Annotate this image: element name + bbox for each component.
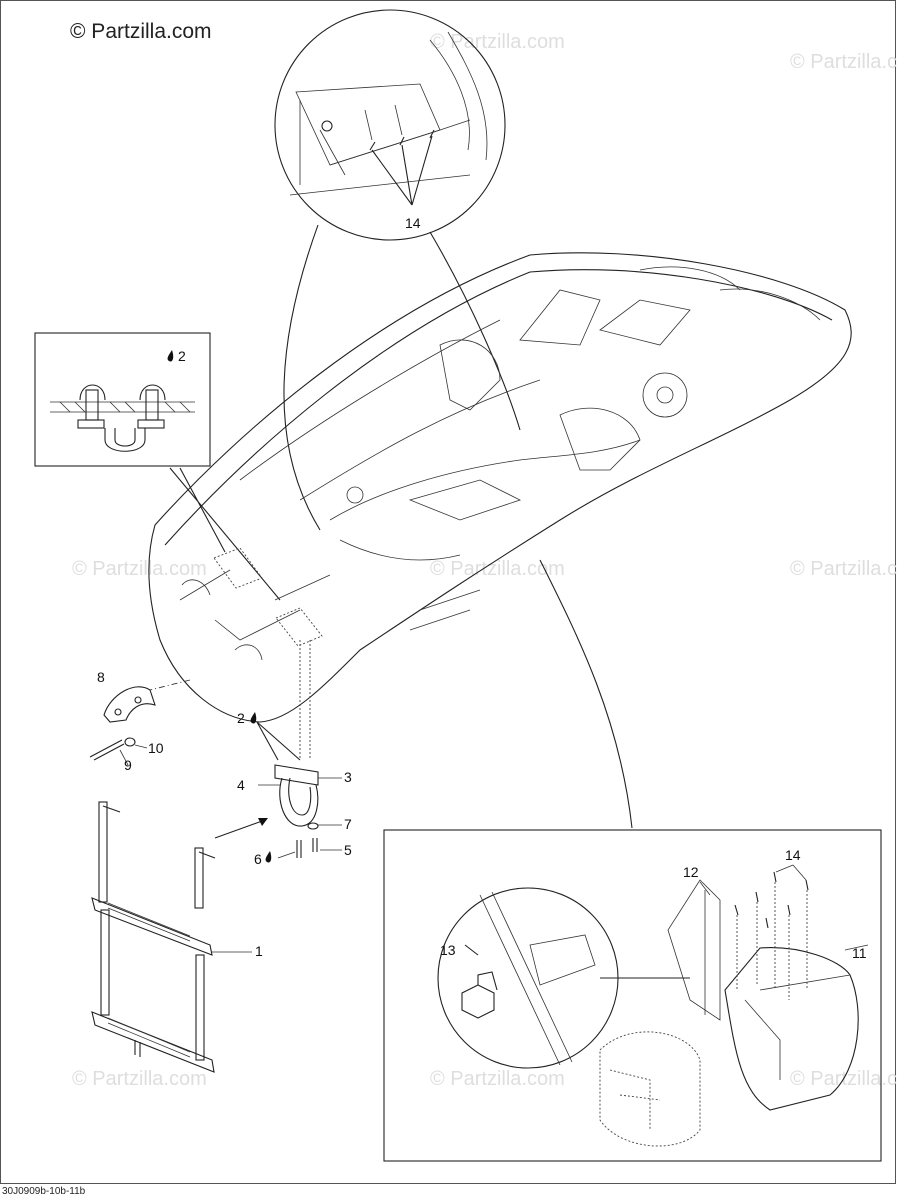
inset-box-top-left: 2 [34,332,211,467]
watermark-top-right: © Partzilla.com [790,51,897,73]
top-detail-circle: 14 [274,9,506,241]
callout-3: 3 [344,769,352,785]
watermark-top-center: © Partzilla.com [430,31,565,53]
drawing-code: 30J0909b-10b-11b [2,1186,86,1197]
callout-6: 6 [254,851,262,867]
part-8-bracket: 8 [97,669,156,723]
callout-10: 10 [148,740,164,756]
watermark-bottom-center: © Partzilla.com [430,1068,565,1090]
callout-14-top: 14 [405,215,421,231]
arrow-head [258,818,268,826]
callout-7: 7 [344,816,352,832]
part-9-10-fasteners: 10 9 [89,737,164,773]
callout-9: 9 [124,757,132,773]
watermark-mid-center: © Partzilla.com [430,558,565,580]
callout-11: 11 [852,945,867,961]
leader-inset-to-boat [169,467,281,601]
callout-8: 8 [97,669,105,685]
callout-14-bottom: 14 [785,847,801,863]
callout-5: 5 [344,842,352,858]
callout-12: 12 [683,864,699,880]
inset-box-bottom-right: 13 12 11 14 [383,829,882,1162]
arrow-ladder-to-bracket [214,819,266,839]
part-3-4-mount-bracket: 2 4 3 7 5 6 [237,710,352,867]
watermark-bottom-left: © Partzilla.com [72,1068,207,1090]
callout-4: 4 [237,777,245,793]
watermarks: © Partzilla.com © Partzilla.com © Partzi… [72,31,897,1090]
watermark-mid-right: © Partzilla.com [790,558,897,580]
callout-2-mid: 2 [237,710,245,726]
watermark-mid-left: © Partzilla.com [72,558,207,580]
part-1-ladder: 1 [91,801,263,1073]
centerline-bracket [299,640,311,760]
callout-2-top: 2 [178,348,186,364]
callout-13: 13 [440,942,456,958]
callout-1: 1 [255,943,263,959]
connector-bottom [539,559,633,829]
copyright-text: © Partzilla.com [70,20,212,43]
connector-top-left [283,224,321,531]
connector-top-right [429,231,521,431]
boat-hull [148,252,852,723]
